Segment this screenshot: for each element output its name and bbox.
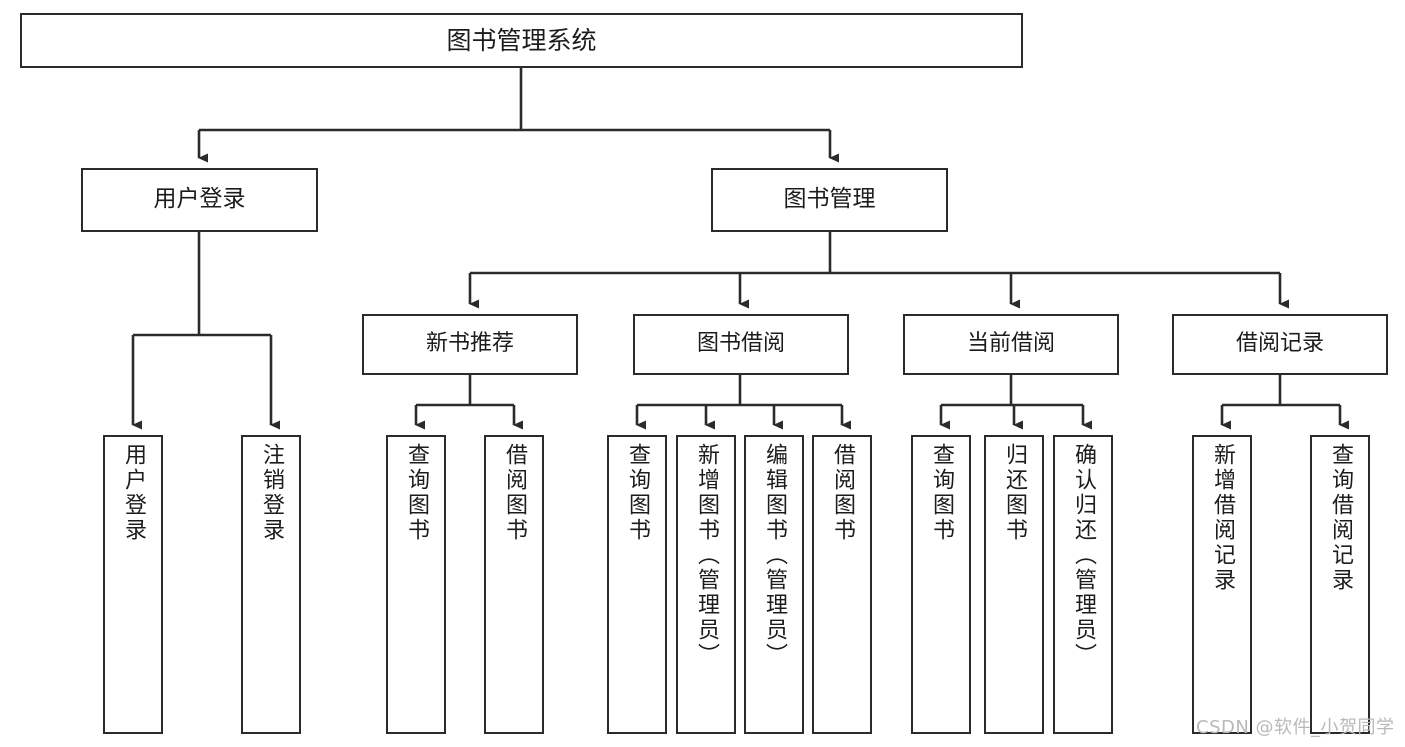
node-leaf-query-book-3[interactable]: 查询图书 xyxy=(911,435,971,734)
node-new-book-recommend[interactable]: 新书推荐 xyxy=(362,314,578,375)
node-label: 查询图书 xyxy=(625,443,650,543)
node-label: 借阅图书 xyxy=(502,443,527,543)
csdn-watermark: CSDN @软件_小贺同学 xyxy=(1196,717,1395,738)
node-leaf-user-login[interactable]: 用户登录 xyxy=(103,435,163,734)
node-label: 用户登录 xyxy=(153,186,246,213)
node-leaf-borrow-book-2[interactable]: 借阅图书 xyxy=(812,435,872,734)
node-label: 查询图书 xyxy=(929,443,954,543)
node-label: 新增图书（管理员） xyxy=(694,443,719,668)
node-label: 借阅记录 xyxy=(1235,331,1324,357)
node-label: 用户登录 xyxy=(121,443,146,543)
node-leaf-edit-book[interactable]: 编辑图书（管理员） xyxy=(744,435,804,734)
node-book-management[interactable]: 图书管理 xyxy=(711,168,948,232)
node-current-borrow[interactable]: 当前借阅 xyxy=(903,314,1119,375)
node-label: 编辑图书（管理员） xyxy=(762,443,787,668)
node-label: 图书管理系统 xyxy=(446,25,597,55)
node-label: 当前借阅 xyxy=(966,331,1055,357)
node-leaf-user-logout[interactable]: 注销登录 xyxy=(241,435,301,734)
node-leaf-add-record[interactable]: 新增借阅记录 xyxy=(1192,435,1252,734)
node-label: 查询借阅记录 xyxy=(1328,443,1353,593)
node-leaf-borrow-book-1[interactable]: 借阅图书 xyxy=(484,435,544,734)
node-leaf-query-record[interactable]: 查询借阅记录 xyxy=(1310,435,1370,734)
node-label: 图书借阅 xyxy=(696,331,785,357)
node-user-login[interactable]: 用户登录 xyxy=(81,168,318,232)
node-root-system[interactable]: 图书管理系统 xyxy=(20,13,1023,68)
node-leaf-query-book-2[interactable]: 查询图书 xyxy=(607,435,667,734)
node-borrow-record[interactable]: 借阅记录 xyxy=(1172,314,1388,375)
node-label: 归还图书 xyxy=(1002,443,1027,543)
node-leaf-return-book[interactable]: 归还图书 xyxy=(984,435,1044,734)
node-leaf-add-book[interactable]: 新增图书（管理员） xyxy=(676,435,736,734)
node-book-borrow[interactable]: 图书借阅 xyxy=(633,314,849,375)
node-leaf-confirm-return[interactable]: 确认归还（管理员） xyxy=(1053,435,1113,734)
node-label: 图书管理 xyxy=(783,186,876,213)
node-label: 新书推荐 xyxy=(425,331,514,357)
node-label: 注销登录 xyxy=(259,443,284,543)
node-label: 借阅图书 xyxy=(830,443,855,543)
node-label: 确认归还（管理员） xyxy=(1071,443,1096,668)
node-label: 新增借阅记录 xyxy=(1210,443,1235,593)
node-leaf-query-book-1[interactable]: 查询图书 xyxy=(386,435,446,734)
node-label: 查询图书 xyxy=(404,443,429,543)
